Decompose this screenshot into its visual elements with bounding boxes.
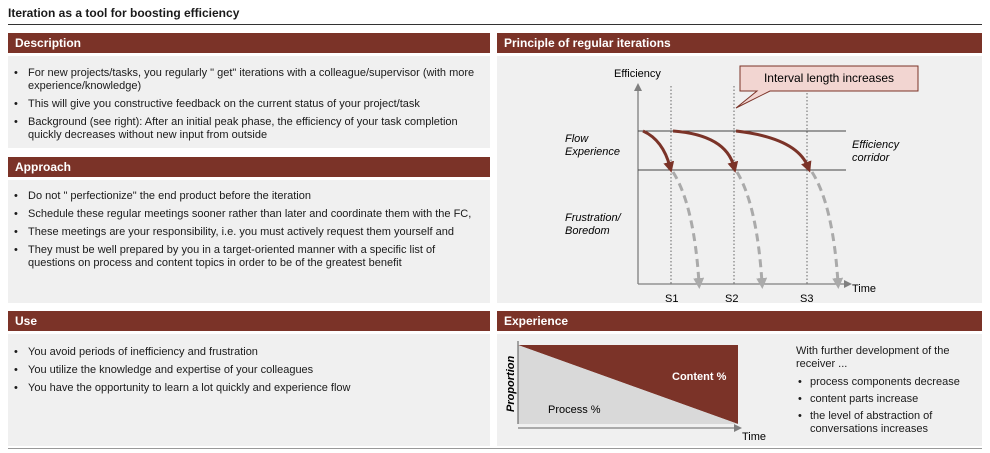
- efficiency-curve-3: [735, 129, 812, 173]
- flow-experience-label: Flow Experience: [565, 133, 620, 158]
- use-list: You avoid periods of inefficiency and fr…: [8, 334, 490, 395]
- projection-arrow-2: [735, 171, 768, 289]
- list-item: They must be well prepared by you in a t…: [8, 244, 478, 270]
- efficiency-corridor-label: Efficiency corridor: [852, 139, 902, 164]
- description-list: For new projects/tasks, you regularly " …: [8, 56, 490, 142]
- list-item: These meetings are your responsibility, …: [8, 226, 478, 239]
- proportion-axis-label: Proportion: [505, 356, 517, 412]
- bottom-divider: [8, 448, 982, 449]
- list-item: Do not " perfectionize" the end product …: [8, 190, 478, 203]
- efficiency-curve-2: [672, 129, 739, 173]
- experience-header: Experience: [497, 311, 982, 331]
- projection-arrow-3: [810, 171, 844, 289]
- list-item: Background (see right): After an initial…: [8, 116, 480, 142]
- tick-label-s1: S1: [665, 293, 678, 305]
- experience-time-label: Time: [742, 431, 766, 443]
- list-item: For new projects/tasks, you regularly " …: [8, 67, 480, 93]
- content-percent-label: Content %: [672, 371, 727, 383]
- projection-arrow-1: [671, 171, 705, 289]
- title-divider: [8, 24, 982, 25]
- callout-text: Interval length increases: [764, 71, 894, 85]
- list-item: the level of abstraction of conversation…: [796, 410, 982, 436]
- list-item: process components decrease: [796, 376, 982, 389]
- iteration-diagram: Efficiency Time Flow Experience Frustrat…: [565, 65, 919, 305]
- list-item: You avoid periods of inefficiency and fr…: [8, 346, 480, 359]
- efficiency-curve-1: [642, 129, 675, 173]
- process-percent-label: Process %: [548, 404, 601, 416]
- list-item: content parts increase: [796, 393, 982, 406]
- time-axis-label: Time: [852, 283, 876, 295]
- approach-header: Approach: [8, 157, 490, 177]
- approach-panel: Do not " perfectionize" the end product …: [8, 180, 490, 303]
- list-item: Schedule these regular meetings sooner r…: [8, 208, 478, 221]
- efficiency-axis-label: Efficiency: [614, 68, 661, 80]
- description-header: Description: [8, 33, 490, 53]
- frustration-boredom-label: Frustration/ Boredom: [565, 212, 624, 237]
- experience-intro: With further development of the receiver…: [796, 345, 950, 370]
- callout-bubble: [735, 65, 919, 109]
- experience-list: process components decrease content part…: [796, 376, 982, 436]
- list-item: You have the opportunity to learn a lot …: [8, 382, 480, 395]
- list-item: You utilize the knowledge and expertise …: [8, 364, 480, 377]
- use-header: Use: [8, 311, 490, 331]
- list-item: This will give you constructive feedback…: [8, 98, 480, 111]
- approach-list: Do not " perfectionize" the end product …: [8, 180, 490, 270]
- description-panel: For new projects/tasks, you regularly " …: [8, 56, 490, 148]
- tick-label-s3: S3: [800, 293, 813, 305]
- principle-header: Principle of regular iterations: [497, 33, 982, 53]
- page-title: Iteration as a tool for boosting efficie…: [8, 6, 240, 20]
- experience-notes: With further development of the receiver…: [796, 345, 982, 440]
- experience-diagram: Time Proportion Content % Process %: [505, 341, 766, 443]
- process-area: [518, 345, 738, 424]
- tick-label-s2: S2: [725, 293, 738, 305]
- use-panel: You avoid periods of inefficiency and fr…: [8, 334, 490, 446]
